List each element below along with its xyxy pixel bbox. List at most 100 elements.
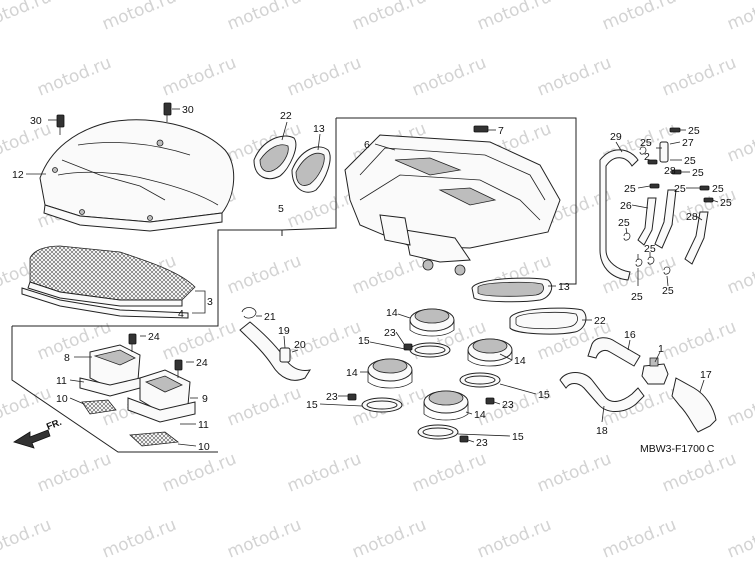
callout-15-d: 15 <box>512 431 524 443</box>
callout-20: 20 <box>294 339 306 351</box>
callout-19: 19 <box>278 325 290 337</box>
watermark-text: motod.ru <box>0 515 54 563</box>
callout-26: 26 <box>620 200 632 212</box>
watermark-text: motod.ru <box>474 515 554 563</box>
hose-18 <box>559 372 645 412</box>
hose-28-a <box>654 189 677 249</box>
filter-seal <box>21 287 189 319</box>
callout-25-i: 25 <box>618 217 630 229</box>
watermark-text: motod.ru <box>159 449 239 497</box>
callout-30-left: 30 <box>30 115 42 127</box>
screw-30-left <box>56 114 65 135</box>
callout-28-a: 28 <box>664 165 676 177</box>
callout-13-upper: 13 <box>313 123 325 135</box>
screw-24-upper <box>128 333 137 352</box>
watermark-text: motod.ru <box>34 449 114 497</box>
watermark-text: motod.ru <box>99 515 179 563</box>
callout-22-lower: 22 <box>594 315 606 327</box>
watermark-text: motod.ru <box>99 0 179 35</box>
plate-10-right <box>129 431 180 447</box>
watermark-text: motod.ru <box>409 449 489 497</box>
callout-24-lower: 24 <box>196 357 208 369</box>
callout-11-right: 11 <box>198 419 209 431</box>
bracket-3-4 <box>192 290 206 314</box>
watermark-text: motod.ru <box>349 515 429 563</box>
hose-26 <box>637 197 657 246</box>
watermark-text: motod.ru <box>534 449 614 497</box>
plate-10-left <box>81 399 117 415</box>
callout-25-j: 25 <box>644 243 656 255</box>
valve-assembly-9 <box>127 369 196 423</box>
watermark-text: motod.ru <box>724 383 755 431</box>
valve-assembly-8 <box>79 344 141 397</box>
front-marker-label: FR. <box>45 417 63 433</box>
callout-25-c: 25 <box>684 155 696 167</box>
tube-27 <box>659 141 669 163</box>
band-15-d <box>417 424 459 440</box>
hose-20 <box>239 321 312 381</box>
watermark-text: motod.ru <box>0 119 54 167</box>
screw-30-right <box>163 102 172 122</box>
callout-6: 6 <box>364 139 370 151</box>
callout-14-b: 14 <box>514 355 526 367</box>
callout-7: 7 <box>498 125 504 137</box>
callout-28-b: 28 <box>686 211 698 223</box>
bolt-7 <box>473 125 489 133</box>
callout-10-left: 10 <box>56 393 68 405</box>
hose-16 <box>587 337 641 367</box>
insulator-14-c <box>367 358 413 389</box>
watermark-text: motod.ru <box>284 53 364 101</box>
callout-10-right: 10 <box>198 441 210 453</box>
insulator-14-a <box>409 308 455 337</box>
watermark-text: motod.ru <box>224 251 304 299</box>
callout-2: 2 <box>644 151 650 163</box>
front-arrow <box>13 429 51 449</box>
hose-29 <box>599 149 639 281</box>
callout-9: 9 <box>202 393 208 405</box>
callout-25-k: 25 <box>631 291 643 303</box>
watermark-text: motod.ru <box>474 0 554 35</box>
group-box-lower-left <box>11 229 283 453</box>
hose-28-b <box>684 211 709 265</box>
callout-21: 21 <box>264 311 276 323</box>
air-cleaner-cover <box>39 119 235 232</box>
diagram-code-suffix: C <box>707 443 715 455</box>
watermark-text: motod.ru <box>349 0 429 35</box>
watermark-text: motod.ru <box>599 515 679 563</box>
air-funnel-22-upper <box>253 135 297 180</box>
callout-16: 16 <box>624 329 636 341</box>
callout-27: 27 <box>682 137 694 149</box>
callout-25-l: 25 <box>662 285 674 297</box>
watermark-text: motod.ru <box>659 449 739 497</box>
callout-25-g: 25 <box>712 183 724 195</box>
band-15-b <box>459 372 501 388</box>
watermark-text: motod.ru <box>599 0 679 35</box>
callout-1: 1 <box>658 343 664 355</box>
callout-23-d: 23 <box>476 437 488 449</box>
callout-25-a: 25 <box>688 125 700 137</box>
callout-14-d: 14 <box>474 409 486 421</box>
watermark-text: motod.ru <box>0 0 54 35</box>
watermark-text: motod.ru <box>724 515 755 563</box>
air-funnel-13-upper <box>291 146 331 193</box>
callout-11-left: 11 <box>56 375 67 387</box>
callout-15-c: 15 <box>306 399 318 411</box>
callout-23-b: 23 <box>502 399 514 411</box>
callout-25-h: 25 <box>720 197 732 209</box>
diagram-code-main: MBW3-F1700 <box>640 443 705 455</box>
callout-15-b: 15 <box>538 389 550 401</box>
callout-14-a: 14 <box>386 307 398 319</box>
callout-29: 29 <box>610 131 622 143</box>
watermark-text: motod.ru <box>534 53 614 101</box>
band-15-a <box>409 342 451 358</box>
callout-25-b: 25 <box>640 137 652 149</box>
callout-15-a: 15 <box>358 335 370 347</box>
callout-5: 5 <box>278 203 284 215</box>
callout-18: 18 <box>596 425 608 437</box>
watermark-text: motod.ru <box>159 53 239 101</box>
air-funnel-22-lower <box>509 307 587 335</box>
callout-3: 3 <box>207 296 213 308</box>
callout-17: 17 <box>700 369 712 381</box>
